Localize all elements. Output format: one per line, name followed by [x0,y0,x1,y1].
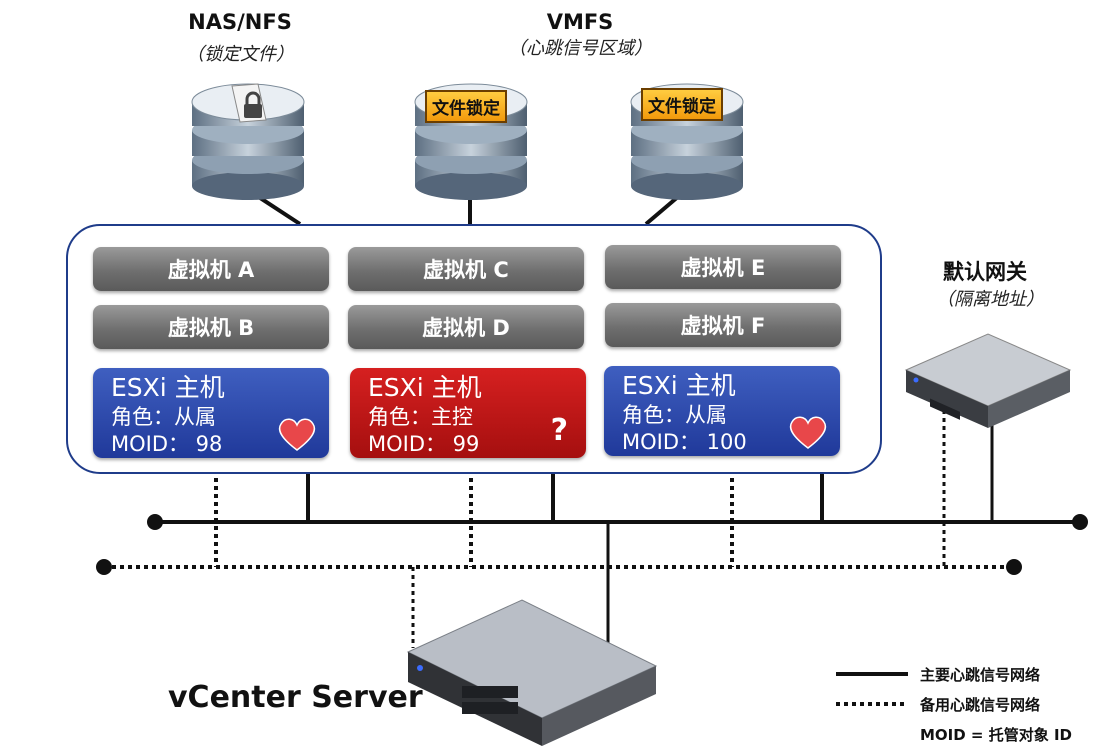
esxi-host-100: ESXi 主机 角色：从属 MOID： 100 [604,366,840,456]
host-role: 角色：主控 [368,405,473,429]
nas-database-icon [191,83,305,200]
vcenter-server-icon [406,599,658,746]
question-mark-icon: ? [550,413,568,448]
host-name: ESXi 主机 [111,373,225,402]
legend-backup: 备用心跳信号网络 [920,696,1041,714]
vm-a: 虚拟机 A [93,247,329,291]
vmfs-subtitle: （心跳信号区域） [508,38,652,59]
gateway-subtitle: （隔离地址） [936,289,1044,310]
host-moid: MOID： 98 [111,432,223,456]
file-lock-tag-right: 文件锁定 [641,88,723,121]
heart-icon [789,416,827,449]
host-role: 角色：从属 [111,405,216,429]
nas-subtitle: （锁定文件） [186,44,294,65]
gateway-title: 默认网关 [943,260,1027,284]
vm-c: 虚拟机 C [348,247,584,291]
gateway-server-icon [904,333,1072,428]
vmfs-title: VMFS [546,10,614,34]
vm-d: 虚拟机 D [348,305,584,349]
esxi-host-98: ESXi 主机 角色：从属 MOID： 98 [93,368,329,458]
legend-moid-note: MOID = 托管对象 ID [920,726,1072,744]
vm-b: 虚拟机 B [93,305,329,349]
host-moid: MOID： 100 [622,430,747,454]
heart-icon [278,418,316,451]
host-role: 角色：从属 [622,403,727,427]
esxi-host-99: ESXi 主机 角色：主控 MOID： 99 ? [350,368,586,458]
legend-primary: 主要心跳信号网络 [920,666,1041,684]
host-name: ESXi 主机 [622,371,736,400]
vm-f: 虚拟机 F [605,303,841,347]
host-moid: MOID： 99 [368,432,480,456]
vcenter-label: vCenter Server [168,680,423,715]
file-lock-tag-left: 文件锁定 [425,90,507,123]
vm-e: 虚拟机 E [605,245,841,289]
host-name: ESXi 主机 [368,373,482,402]
nas-title: NAS/NFS [188,10,292,34]
